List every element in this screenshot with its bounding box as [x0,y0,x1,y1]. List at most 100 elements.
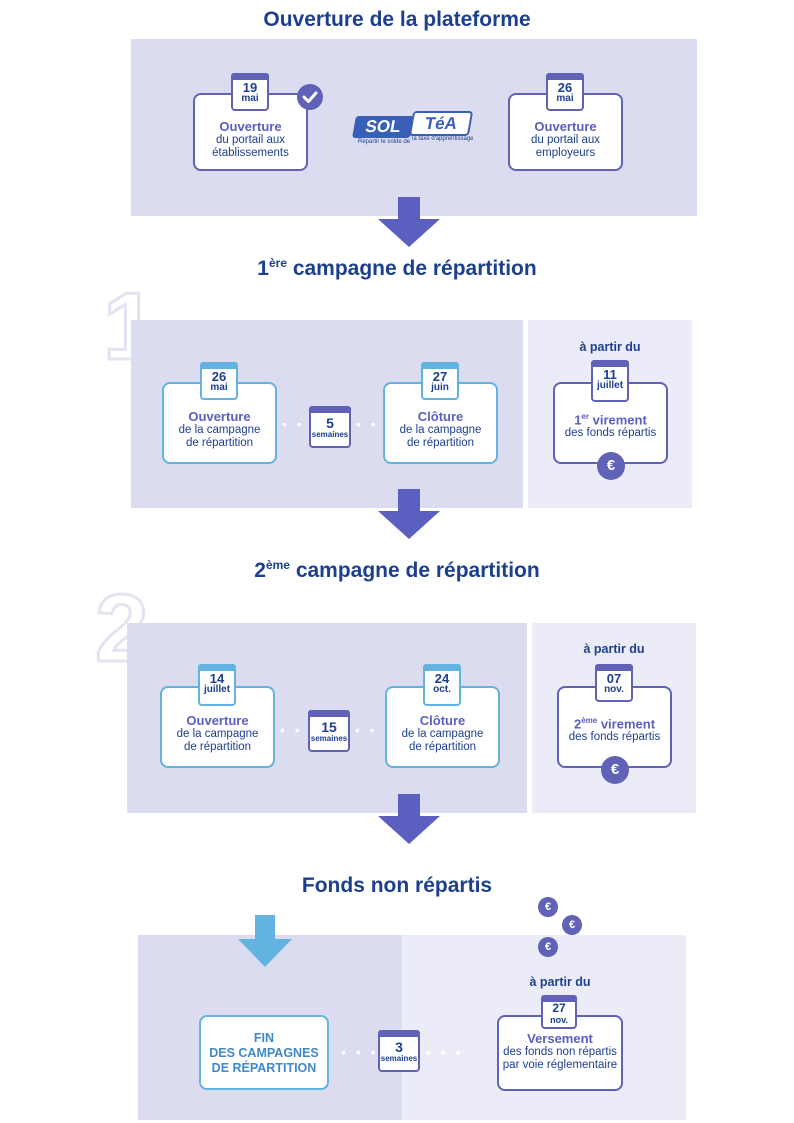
coin-icon: € [562,915,582,935]
end-line: DE RÉPARTITION [211,1061,317,1075]
calendar-icon: 27 juin [421,362,459,400]
cal-unit: semaines [311,430,349,439]
cal-month: nov. [604,684,624,695]
cal-month: mai [241,93,259,104]
transfer-num: 1 [574,412,582,428]
dots: • • • [341,1044,379,1060]
end-line: FIN [253,1031,275,1045]
title-sup: ème [265,558,290,572]
card-label: Ouverture [534,119,597,134]
platform-card-employers: Ouverture du portail aux employeurs [508,93,623,171]
card-sub: employeurs [535,147,596,159]
calendar-icon: 3 semaines [378,1030,420,1072]
logo-sol: SOL [352,116,414,138]
title-sup: ère [268,256,287,270]
end-line: DES CAMPAGNES [209,1046,319,1060]
card-label: Ouverture [188,409,251,424]
from-label: à partir du [583,642,645,656]
transfer-sup: er [581,412,589,421]
euro-icon: € [597,452,625,480]
card-label: Clôture [419,713,466,728]
cal-month: juin [431,382,449,393]
card-sub: de la campagne [178,424,261,436]
cal-day: 26 [211,369,227,384]
card-sub: du portail aux [530,134,601,146]
dots: • • • [280,722,318,738]
calendar-icon: 11 juillet [591,360,629,402]
cal-day: 07 [606,671,622,686]
cal-day: 27 [432,369,448,384]
calendar-icon: 07 nov. [595,664,633,702]
section-title-unallocated: Fonds non répartis [301,874,493,897]
card-sub: des fonds répartis [568,731,661,744]
title-num: 1 [257,257,269,280]
card-label: Ouverture [219,119,282,134]
section-title-campaign1: 1ère campagne de répartition [0,256,794,281]
calendar-icon: 26 mai [546,73,584,111]
campaign1-close-card: Clôture de la campagne de répartition [383,382,498,464]
card-label: Ouverture [186,713,249,728]
cal-weeks: 3 [395,1039,403,1055]
card-label: 2ème virement [559,716,670,731]
calendar-icon: 5 semaines [309,406,351,448]
down-arrow-icon [378,489,440,544]
soltea-logo: SOL TéA Répartir le solde de la taxe d'a… [352,111,474,147]
logo-tagline: la taxe d'apprentissage [412,136,474,142]
section-title-campaign2: 2ème campagne de répartition [0,558,794,583]
calendar-icon: 26 mai [200,362,238,400]
calendar-icon: 24 oct. [423,664,461,706]
card-sub: des fonds non répartis [503,1046,617,1058]
divider [527,623,529,813]
down-arrow-icon [378,794,440,849]
calendar-icon: 27 nov. [541,995,577,1029]
cal-month: mai [556,93,574,104]
from-label: à partir du [529,975,591,989]
card-sub: de la campagne [176,728,259,740]
card-sub: des fonds répartis [564,427,657,440]
logo-tagline: Répartir le solde de [358,139,411,145]
divider [523,320,525,508]
calendar-icon: 14 juillet [198,664,236,706]
title-num: 2 [254,559,266,582]
coin-icon: € [538,897,558,917]
coin-icon: € [538,937,558,957]
cal-weeks: 5 [326,415,334,431]
card-sub: du portail aux [215,134,286,146]
down-arrow-icon [378,197,440,252]
card-sub: de répartition [406,437,475,449]
cal-month: oct. [433,684,451,695]
dots: • • • [355,722,393,738]
dots: • • • [356,416,394,432]
cal-day: 14 [209,671,225,686]
transfer-num: 2 [573,716,582,732]
card-label: Clôture [417,409,464,424]
cal-day: 11 [603,367,617,382]
cal-month: nov. [550,1015,568,1025]
cal-day: 24 [434,671,450,686]
dots: • • • [282,416,320,432]
cal-day: 26 [557,80,573,95]
card-sub: de répartition [408,741,477,753]
end-campaigns-card: FIN DES CAMPAGNES DE RÉPARTITION [199,1015,329,1090]
cal-weeks: 15 [321,719,337,735]
title-rest: campagne de répartition [286,257,537,280]
card-label: Versement [527,1031,593,1046]
card-sub: de répartition [185,437,254,449]
cal-unit: semaines [310,734,348,743]
transfer-label: virement [597,716,656,732]
from-label: à partir du [579,340,641,354]
card-sub: établissements [212,147,289,159]
calendar-icon: 15 semaines [308,710,350,752]
transfer-label: virement [588,412,647,428]
dots: • • • [426,1044,464,1060]
cal-month: juillet [203,684,231,695]
card-sub: de la campagne [401,728,484,740]
logo-tea: TéA [408,111,474,136]
down-arrow-light-icon [238,915,292,972]
cal-day: 27 [552,1001,566,1015]
card-label: 1er virement [555,412,666,427]
cal-month: juillet [596,380,624,391]
title-rest: campagne de répartition [289,559,540,582]
check-icon [297,84,323,110]
card-sub: de la campagne [399,424,482,436]
